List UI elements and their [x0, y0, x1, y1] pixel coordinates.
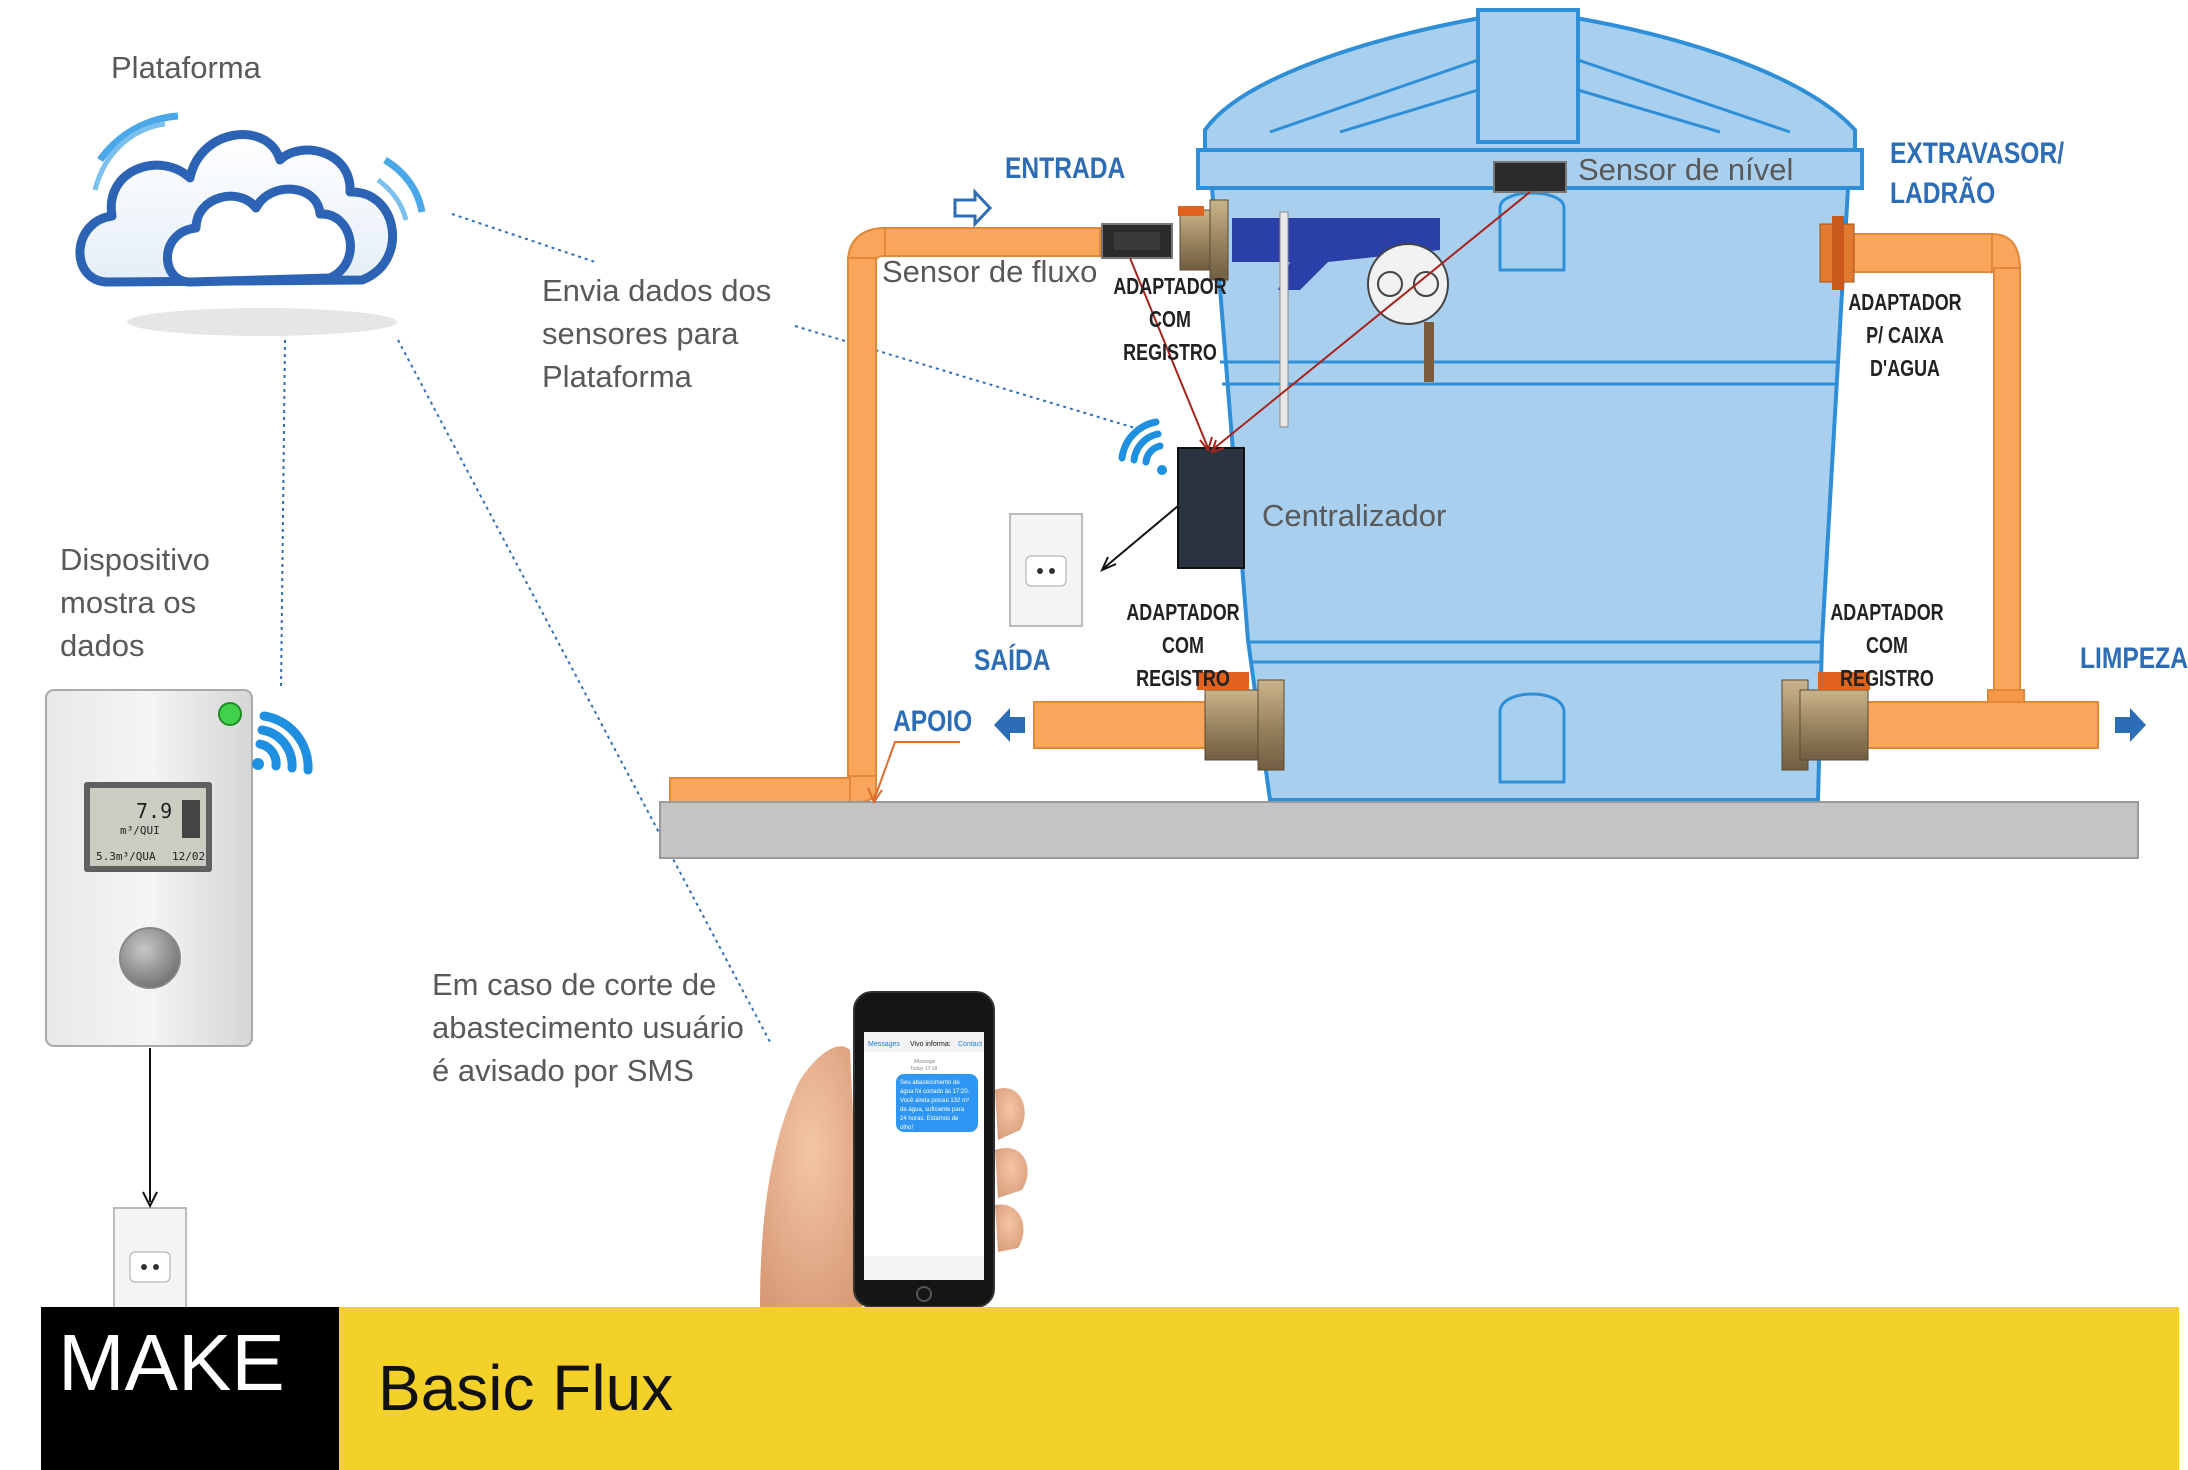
brand-label: MAKE: [58, 1318, 285, 1407]
sms-bubble: [896, 1074, 978, 1132]
level-sensor-label: Sensor de nível: [1578, 152, 1794, 187]
device-button[interactable]: [119, 927, 181, 989]
signal-lines: [1129, 191, 1531, 454]
sends-data-label: Envia dados dos sensores para Plataforma: [542, 273, 772, 394]
power-outlet: [113, 1207, 187, 1309]
phone-title: Vivo informa:: [910, 1041, 951, 1048]
phone-meta: iMessage: [914, 1059, 936, 1065]
sms-line: de água, suficiente para: [900, 1107, 965, 1113]
sms-line: olho!: [900, 1125, 913, 1131]
arrow-right-icon: [953, 188, 993, 228]
phone-contact-link[interactable]: Contact: [958, 1041, 982, 1048]
platform-label: Plataforma: [111, 50, 261, 85]
level-sensor: [1493, 161, 1567, 193]
lcd-main-unit: m³/QUI: [120, 824, 160, 837]
footer-title-bar: [339, 1307, 2179, 1470]
wifi-icon: [252, 711, 313, 775]
saida-label: SAÍDA: [974, 644, 1051, 677]
power-outlet: [1009, 513, 1083, 627]
sms-line: água foi cortado às 17:20.: [900, 1089, 970, 1095]
pipe-network: [669, 226, 2099, 803]
status-led-icon: [218, 702, 242, 726]
adapter-register-left-label: ADAPTADOR COM REGISTRO: [1126, 599, 1240, 691]
ground-slab: [659, 801, 2139, 859]
valve-inlet: [1178, 199, 1229, 281]
footer-brand-block: [41, 1307, 339, 1470]
centralizer-box: [1177, 447, 1245, 569]
wifi-icon: [1118, 418, 1167, 475]
valve-overflow: [1819, 216, 1855, 290]
connector-lines: [280, 213, 1136, 1043]
lcd-bottom-left: 5.3m³/QUA: [96, 850, 156, 863]
lcd-bottom-right: 12/02: [172, 850, 205, 863]
valve-outlet-left: [1197, 672, 1285, 771]
apoio-pointer: [873, 741, 960, 801]
phone-back-link[interactable]: Messages: [868, 1041, 900, 1048]
adapter-tank-label: ADAPTADOR P/ CAIXA D'AGUA: [1848, 289, 1962, 381]
sms-line: Seu abastecimento de: [900, 1080, 960, 1086]
cloud-icon: [75, 112, 426, 336]
bucket-icon: [182, 800, 200, 838]
phone-meta: Today 17:18: [910, 1066, 937, 1072]
footer-title: Basic Flux: [378, 1352, 674, 1424]
smartphone: Messages Vivo informa: Contact iMessage …: [760, 991, 1028, 1308]
apoio-label: APOIO: [893, 705, 973, 738]
entrada-label: ENTRADA: [1005, 152, 1126, 185]
limpeza-label: LIMPEZA: [2080, 642, 2188, 675]
centralizer-label: Centralizador: [1262, 498, 1447, 533]
arrow-left-icon: [994, 708, 1025, 742]
adapter-register-top-label: ADAPTADOR COM REGISTRO: [1113, 273, 1227, 365]
sms-line: Você ainda possui 132 m³: [900, 1098, 969, 1104]
arrow-right-icon: [2115, 708, 2146, 742]
display-device: 7.9 m³/QUI 5.3m³/QUA 12/02: [45, 689, 253, 1047]
valve-outlet-right: [1781, 672, 1870, 771]
sms-notice-label: Em caso de corte de abastecimento usuári…: [432, 967, 744, 1088]
adapter-register-right-label: ADAPTADOR COM REGISTRO: [1830, 599, 1944, 691]
flow-sensor-label: Sensor de fluxo: [882, 254, 1098, 289]
lcd-main-value: 7.9: [136, 799, 172, 823]
sms-line: 24 horas. Estamos de: [900, 1116, 959, 1122]
device-shows-label: Dispositivo mostra os dados: [60, 542, 210, 663]
water-tank: [1196, 8, 1864, 802]
extravasor-label: EXTRAVASOR/ LADRÃO: [1890, 137, 2065, 210]
